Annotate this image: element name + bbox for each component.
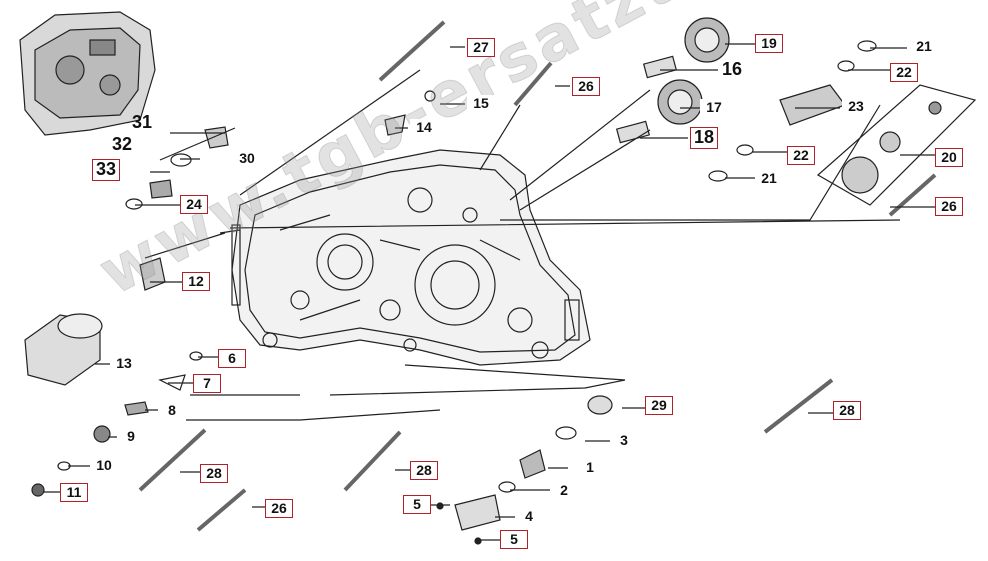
part-label-22-top[interactable]: 22 [890,63,918,82]
part-label-32[interactable]: 32 [111,134,133,154]
part-label-26-right[interactable]: 26 [935,197,963,216]
part-label-5-lower[interactable]: 5 [500,530,528,549]
part-label-24[interactable]: 24 [180,195,208,214]
part-label-19[interactable]: 19 [755,34,783,53]
part-label-21-top[interactable]: 21 [910,38,938,57]
part-label-29[interactable]: 29 [645,396,673,415]
part-label-16[interactable]: 16 [721,59,743,79]
part-label-28-left[interactable]: 28 [200,464,228,483]
crankcase-half [231,149,591,366]
part-label-7[interactable]: 7 [193,374,221,393]
part-label-28-mid[interactable]: 28 [410,461,438,480]
part-label-14[interactable]: 14 [410,119,438,138]
part-label-13[interactable]: 13 [110,355,138,374]
part-label-2[interactable]: 2 [550,482,578,501]
part-label-1[interactable]: 1 [576,459,604,478]
part-label-18[interactable]: 18 [690,127,719,149]
part-label-12[interactable]: 12 [182,272,210,291]
part-label-30[interactable]: 30 [233,150,261,169]
part-label-5-upper[interactable]: 5 [403,495,431,514]
part-label-15[interactable]: 15 [467,95,495,114]
part-label-20[interactable]: 20 [935,148,963,167]
part-label-11[interactable]: 11 [60,483,88,502]
part-label-4[interactable]: 4 [515,508,543,527]
part-label-26-top[interactable]: 26 [572,77,600,96]
part-label-28-right[interactable]: 28 [833,401,861,420]
part-label-22-mid[interactable]: 22 [787,146,815,165]
part-label-6[interactable]: 6 [218,349,246,368]
part-label-21-mid[interactable]: 21 [755,170,783,189]
part-label-9[interactable]: 9 [117,428,145,447]
part-label-8[interactable]: 8 [158,402,186,421]
part-label-17[interactable]: 17 [700,99,728,118]
part-label-10[interactable]: 10 [90,457,118,476]
part-label-3[interactable]: 3 [610,432,638,451]
engine-thumbnail [19,11,156,136]
part-label-27[interactable]: 27 [467,38,495,57]
part-label-23[interactable]: 23 [842,98,870,117]
part-label-31[interactable]: 31 [131,112,153,132]
part-label-33[interactable]: 33 [92,159,121,181]
part-label-26-bottom[interactable]: 26 [265,499,293,518]
